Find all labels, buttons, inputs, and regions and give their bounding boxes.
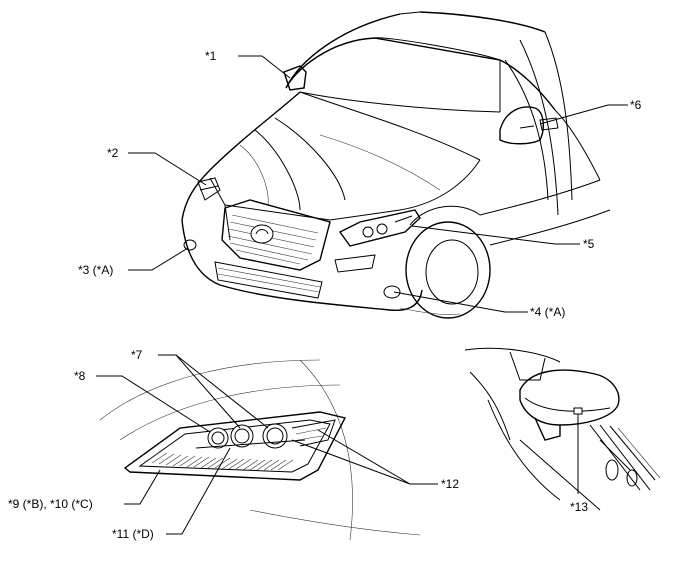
- callout-12: *12: [441, 477, 460, 491]
- leader-12a: [291, 439, 438, 485]
- leader-11: [166, 447, 231, 535]
- callout-4: *4 (*A): [530, 305, 566, 319]
- callout-8: *8: [74, 369, 86, 383]
- leader-lines: [96, 55, 628, 535]
- callout-3: *3 (*A): [78, 263, 114, 277]
- leader-7b: [175, 354, 269, 429]
- callout-1: *1: [205, 49, 217, 63]
- callout-9-10: *9 (*B), *10 (*C): [8, 497, 93, 511]
- mirror-detail-view: [464, 347, 661, 511]
- callout-13: *13: [570, 500, 589, 514]
- leader-7a: [158, 354, 241, 429]
- leader-5: [411, 225, 580, 245]
- callout-6: *6: [630, 98, 642, 112]
- leader-2: [128, 152, 207, 186]
- leader-9: [124, 469, 161, 505]
- leader-8: [96, 375, 211, 433]
- callout-5: *5: [583, 237, 595, 251]
- callout-11: *11 (*D): [112, 527, 154, 541]
- headlamp-detail-view: [99, 359, 421, 541]
- car-front-view: [181, 11, 611, 319]
- leader-1: [238, 55, 291, 79]
- leader-12b: [317, 429, 411, 485]
- callout-7: *7: [131, 348, 143, 362]
- callout-2: *2: [107, 146, 119, 160]
- leader-4: [393, 291, 528, 313]
- leader-3: [128, 247, 189, 271]
- leader-6: [539, 104, 628, 125]
